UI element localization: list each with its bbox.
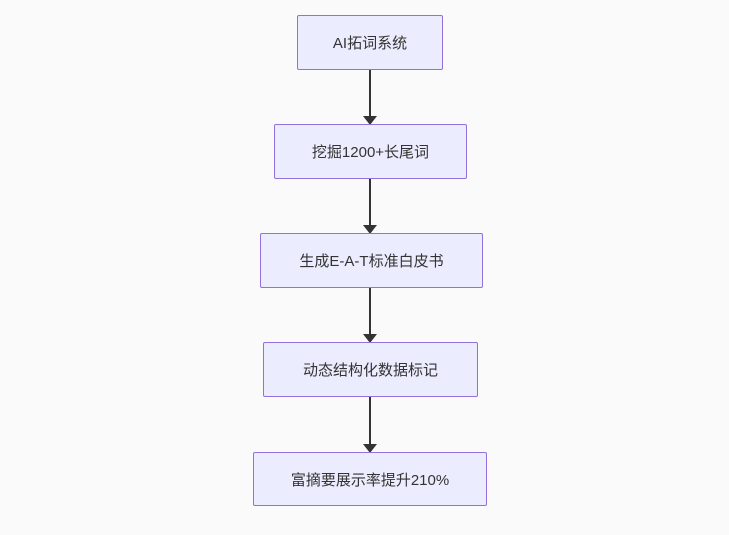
flow-node-longtail-mining: 挖掘1200+长尾词 (274, 124, 467, 179)
arrow-line (369, 179, 371, 225)
arrow-line (369, 70, 371, 116)
flow-edge-2 (363, 179, 377, 234)
arrow-head-icon (363, 116, 377, 125)
arrow-line (369, 288, 371, 334)
arrow-head-icon (363, 444, 377, 453)
flow-node-label: AI拓词系统 (332, 35, 408, 52)
flow-node-ai-word-expansion: AI拓词系统 (297, 15, 443, 70)
flow-node-eat-whitepaper: 生成E-A-T标准白皮书 (260, 233, 483, 288)
arrow-head-icon (363, 334, 377, 343)
flow-node-label: 动态结构化数据标记 (302, 362, 438, 379)
flow-edge-1 (363, 70, 377, 125)
flow-node-structured-data-markup: 动态结构化数据标记 (263, 342, 478, 397)
flow-edge-4 (363, 397, 377, 453)
arrow-line (369, 397, 371, 444)
flow-edge-3 (363, 288, 377, 343)
flow-node-label: 挖掘1200+长尾词 (311, 144, 430, 161)
flow-node-label: 富摘要展示率提升210% (290, 471, 450, 489)
arrow-head-icon (363, 225, 377, 234)
flow-node-rich-snippet-uplift: 富摘要展示率提升210% (253, 452, 487, 506)
flow-node-label: 生成E-A-T标准白皮书 (299, 253, 444, 270)
